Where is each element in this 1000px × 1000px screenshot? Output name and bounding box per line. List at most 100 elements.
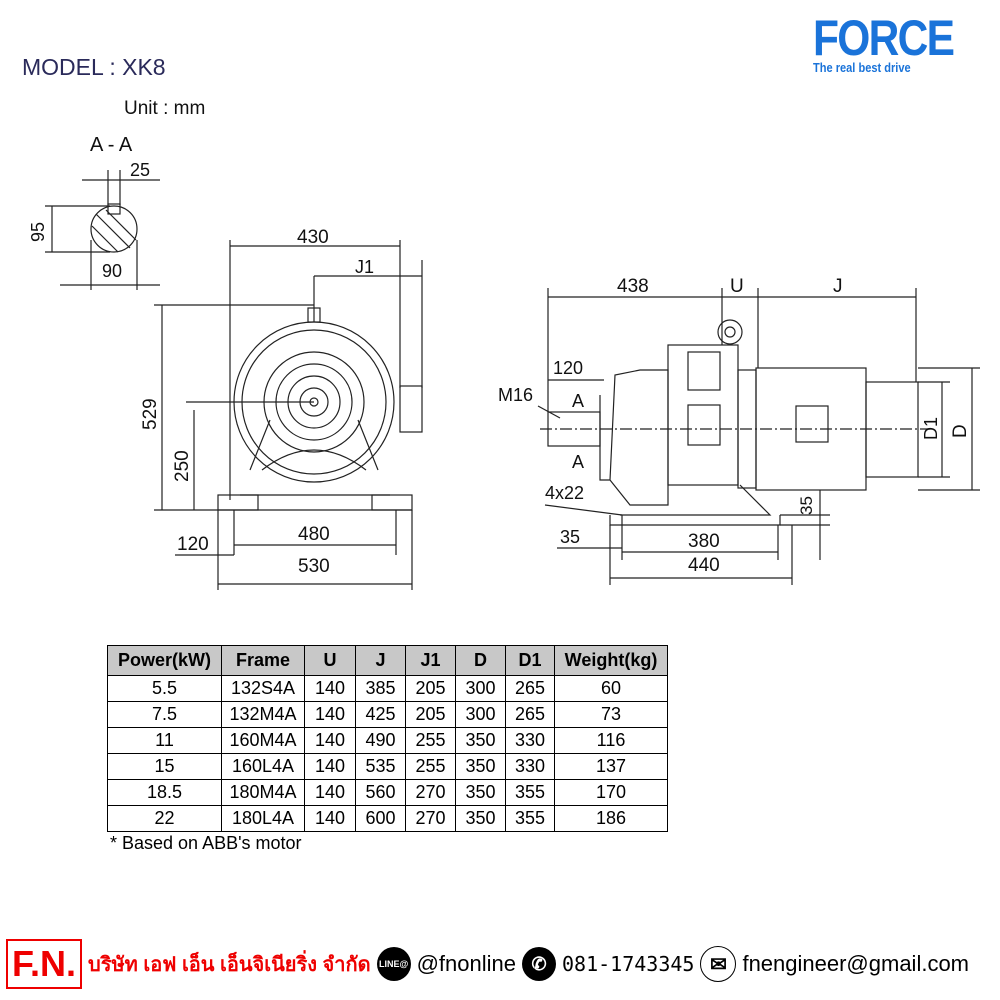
table-cell: 560 [355, 779, 406, 806]
section-label: A - A [90, 134, 133, 156]
logo-title: FORCE [813, 10, 955, 66]
dim-90: 90 [102, 261, 122, 281]
dim-u: U [730, 276, 744, 297]
email-address: fnengineer@gmail.com [742, 951, 970, 976]
dim-438: 438 [617, 276, 649, 297]
table-cell: 425 [355, 701, 406, 728]
technical-drawing: A - A 25 95 90 430 J1 529 250 480 530 12… [28, 134, 980, 590]
table-cell: 355 [505, 779, 555, 806]
table-cell: 7.5 [107, 701, 222, 728]
table-cell: 160M4A [221, 727, 305, 754]
company-name: บริษัท เอฟ เอ็น เอ็นจิเนียริ่ง จำกัด [88, 954, 371, 976]
fn-logo: F.N. [6, 939, 83, 989]
col-header: Weight(kg) [554, 645, 668, 676]
side-view: 438 U J 120 M16 A A 4x22 D1 D 35 35 380 … [498, 276, 980, 585]
table-cell: 350 [455, 753, 506, 780]
table-cell: 330 [505, 753, 555, 780]
table-cell: 170 [554, 779, 668, 806]
model-title: MODEL : XK8 [22, 54, 166, 80]
col-header: Frame [221, 645, 305, 676]
table-cell: 270 [405, 779, 456, 806]
col-header: D [455, 645, 506, 676]
table-cell: 255 [405, 727, 456, 754]
table-cell: 132M4A [221, 701, 305, 728]
table-cell: 205 [405, 675, 456, 702]
line-id: @fnonline [416, 951, 516, 976]
table-cell: 132S4A [221, 675, 305, 702]
table-cell: 15 [107, 753, 222, 780]
phone-number: 081-1743345 [562, 952, 695, 976]
dim-j1: J1 [355, 257, 374, 277]
section-mark-a-top: A [572, 391, 584, 411]
table-cell: 60 [554, 675, 668, 702]
table-cell: 140 [304, 675, 356, 702]
table-cell: 140 [304, 701, 356, 728]
col-header: D1 [505, 645, 555, 676]
table-cell: 73 [554, 701, 668, 728]
table-cell: 350 [455, 805, 506, 832]
dim-4x22: 4x22 [545, 483, 584, 503]
dim-25: 25 [130, 160, 150, 180]
front-view: 430 J1 529 250 480 530 120 [140, 227, 423, 590]
phone-icon: ✆ [522, 947, 556, 981]
dim-35: 35 [560, 527, 580, 547]
dim-d: D [950, 424, 971, 438]
dim-95: 95 [28, 222, 48, 242]
dim-d1: D1 [921, 417, 941, 440]
table-cell: 300 [455, 675, 506, 702]
dim-120: 120 [177, 534, 209, 555]
table-cell: 5.5 [107, 675, 222, 702]
dim-35-vertical: 35 [797, 496, 816, 515]
dim-side-120: 120 [553, 358, 583, 378]
table-cell: 490 [355, 727, 406, 754]
table-cell: 140 [304, 727, 356, 754]
logo-tagline: The real best drive [813, 60, 911, 75]
table-cell: 600 [355, 805, 406, 832]
table-cell: 186 [554, 805, 668, 832]
dim-380: 380 [688, 531, 720, 552]
table-cell: 22 [107, 805, 222, 832]
table-cell: 205 [405, 701, 456, 728]
table-cell: 330 [505, 727, 555, 754]
table-cell: 180L4A [221, 805, 305, 832]
table-cell: 535 [355, 753, 406, 780]
dim-440: 440 [688, 555, 720, 576]
footnote: * Based on ABB's motor [110, 833, 302, 853]
table-cell: 255 [405, 753, 456, 780]
table-cell: 270 [405, 805, 456, 832]
table-cell: 300 [455, 701, 506, 728]
table-cell: 11 [107, 727, 222, 754]
table-cell: 140 [304, 779, 356, 806]
table-header-row: Power(kW) Frame U J J1 D D1 Weight(kg) [107, 645, 668, 676]
table-cell: 350 [455, 779, 506, 806]
dim-430: 430 [297, 227, 329, 248]
dimension-table: Power(kW) Frame U J J1 D D1 Weight(kg) 5… [107, 645, 668, 832]
footer-banner: F.N. บริษัท เอฟ เอ็น เอ็นจิเนียริ่ง จำกั… [6, 938, 996, 990]
email-icon: ✉ [700, 946, 737, 982]
dim-480: 480 [298, 524, 330, 545]
table-cell: 137 [554, 753, 668, 780]
dim-530: 530 [298, 556, 330, 577]
table-cell: 140 [304, 753, 356, 780]
dim-m16: M16 [498, 385, 533, 405]
table-cell: 116 [554, 727, 668, 754]
table-cell: 355 [505, 805, 555, 832]
unit-label: Unit : mm [124, 98, 206, 119]
line-icon: LINE@ [376, 947, 411, 981]
table-cell: 140 [304, 805, 356, 832]
table-cell: 160L4A [221, 753, 305, 780]
table-cell: 265 [505, 675, 555, 702]
table-cell: 18.5 [107, 779, 222, 806]
col-header: J [355, 645, 406, 676]
col-header: U [304, 645, 356, 676]
shaft-section: A - A 25 95 90 [28, 134, 160, 290]
table-cell: 265 [505, 701, 555, 728]
